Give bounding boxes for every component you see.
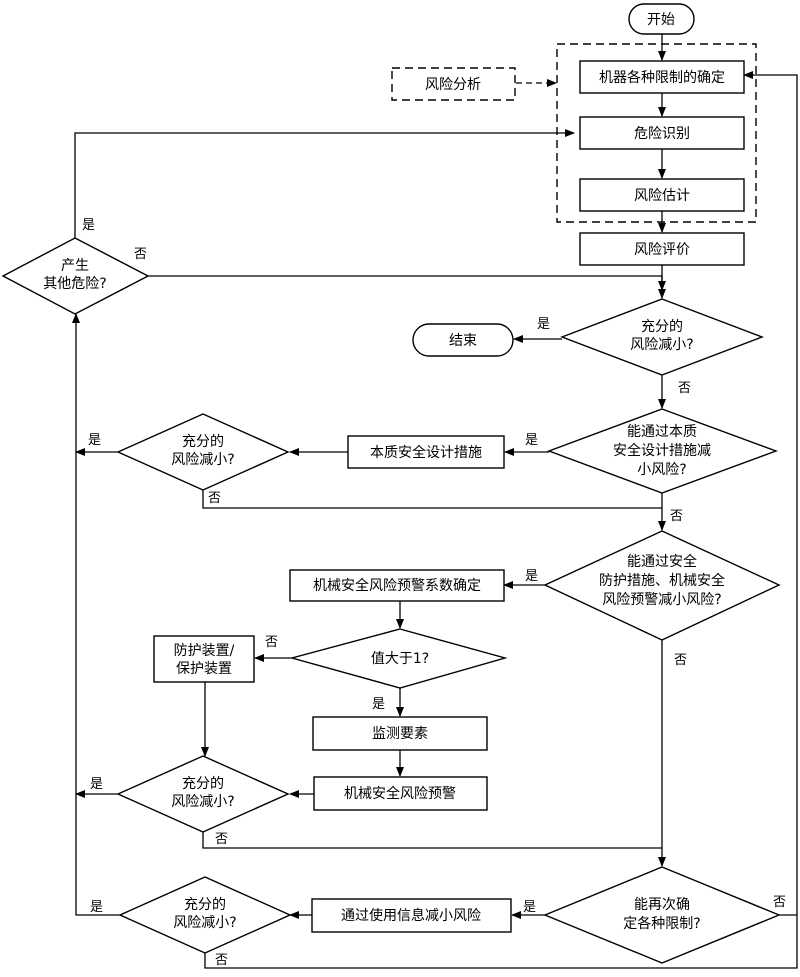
label-yes: 是 — [88, 433, 101, 448]
node-adequate-4-text-1: 充分的 — [184, 897, 226, 913]
node-guard-device: 防护装置/ 保护装置 — [153, 635, 255, 683]
label-no: 否 — [265, 635, 278, 650]
node-limits: 机器各种限制的确定 — [579, 60, 745, 94]
node-value-q-text: 值大于1? — [371, 651, 429, 667]
label-no: 否 — [674, 653, 687, 668]
node-guard-q-text-1: 能通过安全 — [627, 553, 697, 570]
node-inherent-q: 能通过本质 安全设计措施减 小风险? — [546, 408, 779, 494]
node-limits-text: 机器各种限制的确定 — [599, 70, 725, 86]
node-inherent-q-text-3: 小风险? — [637, 462, 686, 478]
label-no: 否 — [134, 247, 147, 262]
label-yes: 是 — [372, 697, 385, 712]
node-risk-analysis: 风险分析 — [391, 67, 516, 101]
label-yes: 是 — [525, 433, 538, 448]
label-yes: 是 — [90, 777, 103, 792]
node-adequate-1: 充分的 风险减小? — [560, 298, 764, 376]
node-risk-eval: 风险评价 — [579, 232, 745, 266]
node-other-hazard: 产生 其他危险? — [1, 237, 150, 315]
node-monitor: 监测要素 — [312, 716, 488, 751]
risk-analysis-group — [556, 43, 757, 223]
node-other-hazard-text-2: 其他危险? — [43, 276, 106, 292]
node-start-text: 开始 — [647, 12, 675, 28]
label-no: 否 — [678, 381, 691, 396]
node-guard-device-text-1: 防护装置/ — [174, 643, 235, 659]
node-redefine-q-text-2: 定各种限制? — [623, 916, 700, 932]
node-adequate-3: 充分的 风险减小? — [116, 755, 290, 833]
node-guard-device-text-2: 保护装置 — [176, 661, 232, 677]
label-yes: 是 — [82, 218, 95, 233]
node-guard-q-text-2: 防护措施、机械安全 — [599, 572, 725, 589]
node-adequate-2-text-1: 充分的 — [182, 434, 224, 450]
label-no: 否 — [215, 953, 228, 968]
node-risk-analysis-text: 风险分析 — [425, 77, 481, 93]
node-risk-est: 风险估计 — [579, 178, 745, 212]
node-warn-coef: 机械安全风险预警系数确定 — [289, 569, 505, 602]
node-risk-eval-text: 风险评价 — [634, 242, 690, 258]
label-no: 否 — [773, 895, 786, 910]
node-adequate-1-text-2: 风险减小? — [630, 337, 693, 353]
node-adequate-4-text-2: 风险减小? — [173, 915, 236, 931]
label-yes: 是 — [90, 900, 103, 915]
node-other-hazard-text-1: 产生 — [61, 258, 89, 274]
node-adequate-1-text-1: 充分的 — [641, 319, 683, 335]
node-redefine-q-text-1: 能再次确 — [634, 897, 690, 913]
node-monitor-text: 监测要素 — [372, 726, 428, 742]
node-redefine-q: 能再次确 定各种限制? — [543, 866, 781, 964]
node-inherent-measure: 本质安全设计措施 — [347, 435, 505, 469]
node-info-use: 通过使用信息减小风险 — [311, 898, 512, 933]
label-yes: 是 — [523, 900, 536, 915]
node-guard-q: 能通过安全 防护措施、机械安全 风险预警减小风险? — [543, 530, 781, 641]
node-inherent-q-text-2: 安全设计措施减 — [613, 442, 711, 459]
node-inherent-q-text-1: 能通过本质 — [627, 424, 697, 440]
node-warning: 机械安全风险预警 — [313, 776, 488, 811]
node-adequate-2: 充分的 风险减小? — [116, 413, 290, 491]
label-yes: 是 — [537, 317, 550, 332]
node-inherent-measure-text: 本质安全设计措施 — [370, 444, 482, 461]
node-adequate-4: 充分的 风险减小? — [118, 876, 292, 954]
node-adequate-3-text-2: 风险减小? — [171, 794, 234, 810]
node-info-use-text: 通过使用信息减小风险 — [341, 907, 481, 924]
node-guard-q-text-3: 风险预警减小风险? — [602, 592, 721, 608]
node-end: 结束 — [412, 323, 514, 357]
node-end-text: 结束 — [449, 333, 477, 349]
node-risk-est-text: 风险估计 — [634, 188, 690, 204]
node-adequate-3-text-1: 充分的 — [182, 776, 224, 792]
node-adequate-2-text-2: 风险减小? — [171, 452, 234, 468]
label-no: 否 — [215, 832, 228, 847]
node-start: 开始 — [628, 3, 695, 35]
node-hazard-id-text: 危险识别 — [634, 126, 690, 142]
label-yes: 是 — [525, 569, 538, 584]
node-value-q: 值大于1? — [289, 628, 508, 689]
connectors — [72, 34, 798, 969]
branch-labels: 是 否 是 否 是 是 否 否 是 否 否 是 是 否 是 是 否 否 — [82, 218, 786, 968]
node-hazard-id: 危险识别 — [579, 116, 745, 150]
label-no: 否 — [208, 491, 221, 506]
node-warning-text: 机械安全风险预警 — [344, 785, 456, 802]
label-no: 否 — [670, 509, 683, 524]
node-warn-coef-text: 机械安全风险预警系数确定 — [313, 577, 481, 594]
